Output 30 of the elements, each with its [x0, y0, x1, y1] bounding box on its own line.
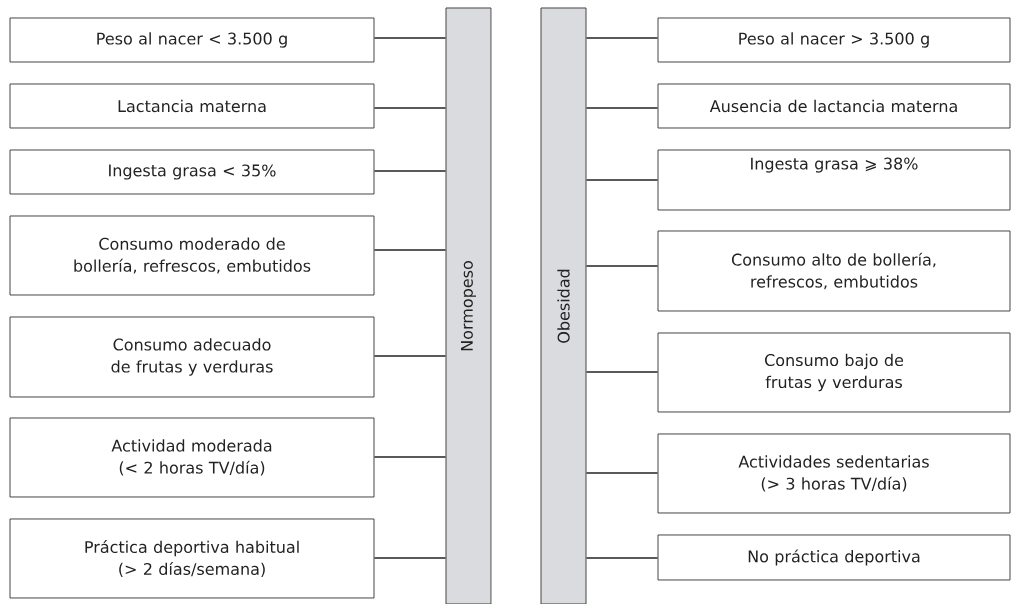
factor-box: Ingesta grasa < 35%: [9, 149, 375, 195]
connector-line: [585, 179, 659, 181]
factor-box: Consumo moderado de bollería, refrescos, embutidos: [9, 215, 375, 296]
connector-line: [585, 265, 659, 267]
factor-box: No práctica deportiva: [657, 534, 1011, 581]
connector-line: [373, 37, 447, 39]
category-bar: Obesidad: [540, 7, 587, 604]
factor-box: Consumo adecuado de frutas y verduras: [9, 316, 375, 398]
factor-box: Consumo alto de bollería, refrescos, embutidos: [657, 230, 1011, 312]
connector-line: [585, 107, 659, 109]
factor-box: Consumo bajo de frutas y verduras: [657, 332, 1011, 413]
connector-line: [585, 371, 659, 373]
connector-line: [585, 472, 659, 474]
factor-box: Actividades sedentarias (> 3 horas TV/día): [657, 433, 1011, 514]
connector-line: [373, 355, 447, 357]
factor-box: Ingesta grasa ⩾ 38%: [657, 149, 1011, 211]
connector-line: [585, 37, 659, 39]
factor-box: Lactancia materna: [9, 83, 375, 129]
category-bar: Normopeso: [445, 7, 492, 604]
factor-box: Peso al nacer > 3.500 g: [657, 17, 1011, 63]
connector-line: [373, 557, 447, 559]
factor-box: Práctica deportiva habitual (> 2 días/semana): [9, 518, 375, 599]
connector-line: [373, 456, 447, 458]
connector-line: [373, 107, 447, 109]
connector-line: [373, 170, 447, 172]
connector-line: [373, 249, 447, 251]
connector-line: [585, 557, 659, 559]
factor-box: Actividad moderada (< 2 horas TV/día): [9, 417, 375, 498]
factor-box: Ausencia de lactancia materna: [657, 83, 1011, 129]
factor-box: Peso al nacer < 3.500 g: [9, 17, 375, 63]
